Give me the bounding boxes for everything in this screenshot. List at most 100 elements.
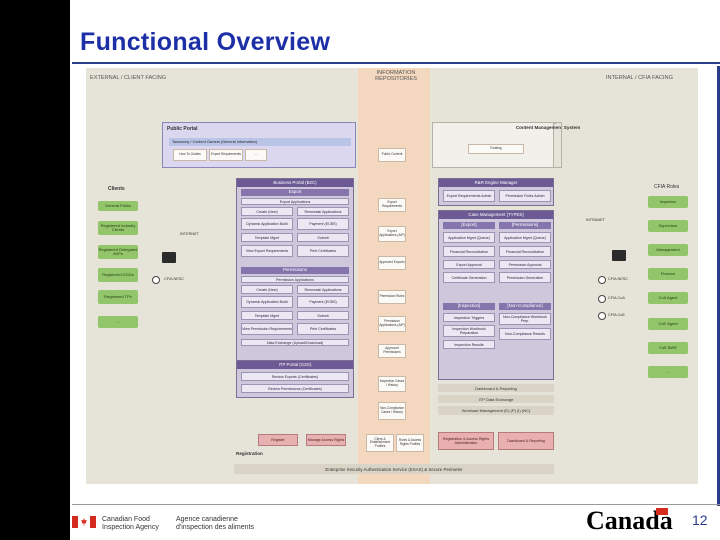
role-coe-bwe[interactable]: CoE BWE xyxy=(648,342,688,354)
manage-access-rights-button[interactable]: Manage Access Rights xyxy=(306,434,346,446)
canada-flag-icon xyxy=(72,516,96,528)
registration-label: Registration xyxy=(236,451,263,456)
page-number: 12 xyxy=(692,512,708,528)
case-export-approval[interactable]: Export Approval xyxy=(443,260,495,269)
noncomp-workbook-prep[interactable]: Non-Compliance Workbook Prep. xyxy=(499,313,551,325)
perm-create-new[interactable]: Create (New) xyxy=(241,285,293,294)
cfia-nesc-left-label: CFIA NESC xyxy=(164,277,185,281)
role-more[interactable]: ... xyxy=(648,366,688,378)
perm-view-requirements[interactable]: View Permission Requirements xyxy=(241,323,293,335)
case-management: Case Management [TYPES] [Export] [Permis… xyxy=(438,210,554,380)
export-applications-band: Export Applications xyxy=(241,198,349,205)
repo-public-content: Public Content xyxy=(378,148,406,162)
role-inspector[interactable]: Inspector xyxy=(648,196,688,208)
repo-permission-rules: Permission Rules xyxy=(378,290,406,304)
itp-data-exchange-band[interactable]: ITP Data Exchange xyxy=(438,395,554,403)
repo-approved-permissions: Approved Permissions xyxy=(378,344,406,358)
client-avps[interactable]: Registered Delegated AVPs xyxy=(98,245,138,259)
case-certificate-generation[interactable]: Certificate Generation xyxy=(443,272,495,283)
slide-left-bar xyxy=(0,0,70,540)
perm-renewals[interactable]: Renewals/ Applications xyxy=(297,285,349,294)
perm-payment[interactable]: Payment (ECBS) xyxy=(297,296,349,308)
cfia-agent-nesc: CFIA NESC xyxy=(608,277,629,281)
wordmark-flag-icon xyxy=(656,508,668,515)
internal-registration-admin[interactable]: Registration & Access Rights Administrat… xyxy=(438,432,494,450)
itp-review-permissions[interactable]: Review Permissions (Certificates) xyxy=(241,384,349,393)
title-underline xyxy=(72,62,720,64)
case-export-reconciliation[interactable]: Financial Reconciliation xyxy=(443,246,495,257)
export-renewals[interactable]: Renewals/ Applications xyxy=(297,207,349,216)
perm-template-mgmt[interactable]: Template Mgmt xyxy=(241,311,293,320)
permissions-header: Permissions xyxy=(241,267,349,274)
case-perm-reconciliation[interactable]: Financial Reconciliation xyxy=(499,246,551,257)
how-to-guides[interactable]: How To Guides xyxy=(173,149,207,161)
computer-icon xyxy=(162,252,176,263)
role-coe-agent[interactable]: CoE Agent xyxy=(648,318,688,330)
business-portal: Business Portal (B2C) Export Export Appl… xyxy=(236,178,354,394)
itp-review-exports[interactable]: Review Exports (Certificates) xyxy=(241,372,349,381)
client-ogds[interactable]: Registered OGDs xyxy=(98,268,138,282)
repo-noncompliance-cases: Non-Compliance Cases / History xyxy=(378,402,406,420)
client-tps[interactable]: Registered TPs xyxy=(98,290,138,304)
canada-wordmark: Canada xyxy=(586,506,676,536)
public-portal-title: Public Portal xyxy=(167,126,198,132)
permission-applications-band: Permission Applications xyxy=(241,276,349,283)
repo-inspection-cases: Inspection Cases / History xyxy=(378,376,406,392)
itp-portal-title: ITP Portal (G2G) xyxy=(237,361,353,369)
export-create-new[interactable]: Create (New) xyxy=(241,207,293,216)
case-management-title: Case Management [TYPES] xyxy=(439,211,553,219)
case-perm-queue[interactable]: Application Mgmt (Queue) xyxy=(499,232,551,243)
inspection-results[interactable]: Inspection Results xyxy=(443,340,495,349)
case-permission-generation[interactable]: Permission Generation xyxy=(499,272,551,283)
agency-name-fr: Agence canadienne d'inspection des alime… xyxy=(176,516,254,531)
client-industry[interactable]: Registered Industry Clients xyxy=(98,221,138,235)
client-more[interactable]: ... xyxy=(98,316,138,328)
slide-right-rule xyxy=(717,66,720,506)
client-general-public[interactable]: General Public xyxy=(98,201,138,211)
case-export-header: [Export] xyxy=(443,222,495,229)
cms-title: Content Management System xyxy=(515,125,581,130)
public-more[interactable]: ... xyxy=(245,149,267,161)
perm-print-certificates[interactable]: Print Certificates xyxy=(297,323,349,335)
export-requirements-public[interactable]: Export Requirements xyxy=(209,149,243,161)
inspection-triggers[interactable]: Inspection Triggers xyxy=(443,313,495,322)
workload-management-band[interactable]: Workload Management (E) (P) (I) (NC) xyxy=(438,406,554,415)
info-zone-label: INFORMATION REPOSITORIES xyxy=(375,70,417,82)
cms-panel-full xyxy=(432,122,562,168)
phone-icon xyxy=(598,276,606,284)
taxonomy-band: Taxonomy / Content Owners (General Infor… xyxy=(169,138,351,146)
role-finance[interactable]: Finance xyxy=(648,268,688,280)
export-view-requirements[interactable]: View Export Requirements xyxy=(241,245,293,257)
role-management[interactable]: Management xyxy=(648,244,688,256)
rr-permission-admin[interactable]: Permission Rules Admin xyxy=(499,190,551,202)
architecture-diagram: EXTERNAL / CLIENT FACING INFORMATION REP… xyxy=(86,68,698,484)
export-submit[interactable]: Submit xyxy=(297,233,349,242)
internet-label: INTERNET xyxy=(180,232,199,236)
data-exchange-band[interactable]: Data Exchange (Upload/Download) xyxy=(241,339,349,346)
security-band: Enterprise Security Authentication Servi… xyxy=(234,464,554,474)
business-portal-title: Business Portal (B2C) xyxy=(237,179,353,187)
case-permission-approval[interactable]: Permission Approval xyxy=(499,260,551,269)
register-button[interactable]: Register xyxy=(258,434,298,446)
export-template-mgmt[interactable]: Template Mgmt xyxy=(241,233,293,242)
internal-dashboard-reporting[interactable]: Dashboard & Reporting xyxy=(498,432,554,450)
rr-export-admin[interactable]: Export Requirements Admin xyxy=(443,190,495,202)
agency-name-en: Canadian Food Inspection Agency xyxy=(102,516,159,531)
noncomp-results[interactable]: Non-Compliance Results xyxy=(499,328,551,340)
case-export-queue[interactable]: Application Mgmt (Queue) xyxy=(443,232,495,243)
role-coa-agent[interactable]: CoA Agent xyxy=(648,292,688,304)
dashboard-reporting-band[interactable]: Dashboard & Reporting xyxy=(438,384,554,392)
inspection-workbook-prep[interactable]: Inspection Workbook Preparation xyxy=(443,325,495,337)
slide-title: Functional Overview xyxy=(80,28,331,56)
rr-engine-title: R&R Engine Manager xyxy=(439,179,553,187)
perm-dynamic-build[interactable]: Dynamic Application Build xyxy=(241,296,293,308)
export-print-certificates[interactable]: Print Certificates xyxy=(297,245,349,257)
intranet-label: INTRANET xyxy=(586,218,605,222)
repo-roles-profiles: Roles & Access Rights Profiles xyxy=(396,434,424,452)
role-supervisor[interactable]: Supervisor xyxy=(648,220,688,232)
footer-rule xyxy=(72,504,720,505)
cfia-agent-coe: CFIA CoE xyxy=(608,313,625,317)
perm-submit[interactable]: Submit xyxy=(297,311,349,320)
export-dynamic-build[interactable]: Dynamic Application Build xyxy=(241,218,293,230)
export-payment[interactable]: Payment (ECBS) xyxy=(297,218,349,230)
